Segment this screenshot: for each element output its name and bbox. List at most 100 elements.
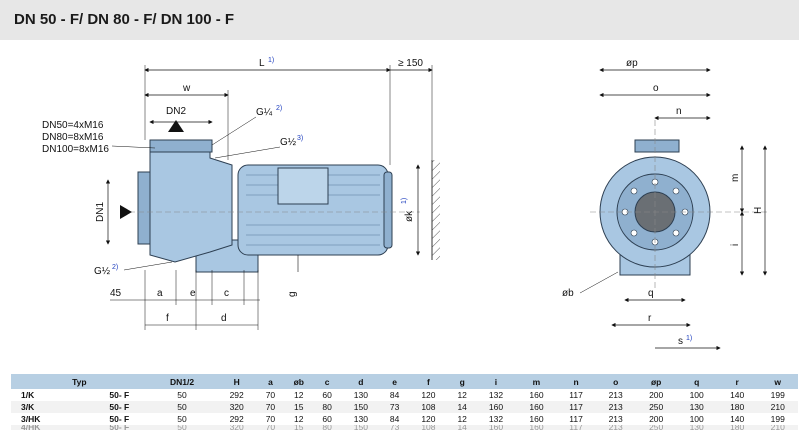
table-header-cell: c	[313, 374, 341, 389]
table-cell: 80	[313, 425, 341, 430]
dim-n-label: n	[676, 106, 682, 117]
table-cell: 213	[595, 401, 636, 413]
table-cell: 199	[770, 414, 785, 424]
table-cell: 84	[389, 390, 400, 400]
dim-i-label: i	[730, 244, 741, 246]
table-cell-typ: 3/K	[11, 401, 91, 413]
table-cell: 12	[457, 414, 467, 424]
table-cell: 120	[421, 390, 436, 400]
dim-L-note: 1)	[268, 57, 274, 64]
terminal-box	[277, 167, 329, 205]
table-cell: 117	[556, 425, 596, 430]
dim-dk-note: 1)	[401, 198, 408, 204]
dim-45-label: 45	[110, 288, 122, 299]
thread-g12-top-label: G½	[280, 137, 297, 148]
table-cell: 60	[322, 414, 332, 424]
dim-op-label: øp	[626, 58, 638, 69]
table-cell: 200	[649, 390, 664, 400]
table-cell: 12	[457, 390, 467, 400]
table-cell: 130	[353, 414, 368, 424]
table-header-cell: f	[408, 374, 449, 389]
thread-g14-note: 2)	[276, 105, 282, 112]
dim-o-label: o	[653, 83, 659, 94]
dim-L-label: L	[259, 58, 265, 69]
dim-f-label: f	[166, 313, 169, 324]
table-cell: 108	[408, 401, 449, 413]
table-header-cell: a	[256, 374, 284, 389]
table-cell: 213	[595, 425, 636, 430]
table-cell: 130	[353, 390, 368, 400]
table-cell: 70	[265, 390, 276, 400]
table-cell: 50	[177, 414, 187, 424]
table-cell: 320	[216, 425, 257, 430]
table-cell: 160	[516, 401, 557, 413]
table-cell: 250	[635, 425, 677, 430]
table-cell: 80	[313, 401, 341, 413]
dim-150-label: ≥ 150	[398, 58, 423, 69]
table-cell: 140	[730, 414, 745, 424]
pump-technical-drawing: L 1) ≥ 150 w DN2 G¼ 2) G½ 3) DN50=4xM16 …	[42, 57, 770, 351]
table-cell: 12	[294, 414, 304, 424]
dim-c-label: c	[224, 288, 229, 299]
page-title-bar: DN 50 - F/ DN 80 - F/ DN 100 - F	[0, 0, 799, 40]
table-cell: 150	[340, 425, 382, 430]
table-cell: 130	[676, 425, 717, 430]
table-cell: 100	[689, 390, 704, 400]
table-cell: 73	[381, 401, 409, 413]
table-header-cell: m	[516, 374, 557, 389]
table-header-cell: i	[475, 374, 517, 389]
table-header-cell: q	[676, 374, 717, 389]
table-cell: 108	[408, 425, 449, 430]
dim-r-label: r	[648, 313, 652, 324]
dim-e-label: e	[190, 288, 196, 299]
table-cell-dn: 50- F	[91, 425, 148, 430]
table-header-cell: r	[716, 374, 758, 389]
table-cell: 130	[676, 401, 717, 413]
table-cell: 117	[569, 414, 583, 424]
table-cell: 180	[716, 425, 758, 430]
table-cell: 160	[529, 390, 544, 400]
table-header-cell: g	[448, 374, 476, 389]
discharge-flange	[149, 139, 213, 153]
table-cell-typ: 4/HK	[11, 425, 91, 430]
table-cell: 120	[421, 414, 436, 424]
table-cell: 199	[770, 390, 785, 400]
table-cell: 132	[488, 414, 504, 424]
dim-a-label: a	[157, 288, 163, 299]
front-bolt-holes	[621, 178, 689, 246]
table-cell: 160	[516, 425, 557, 430]
dim-d-label: d	[221, 313, 227, 324]
bolts-dn80-label: DN80=8xM16	[42, 132, 104, 143]
table-cell: 73	[381, 425, 409, 430]
table-cell: 14	[448, 401, 476, 413]
table-cell: 160	[529, 414, 544, 424]
bolts-dn100-label: DN100=8xM16	[42, 144, 109, 155]
table-cell-dn: 50- F	[109, 390, 130, 400]
table-cell: 70	[265, 414, 276, 424]
table-cell: 213	[608, 390, 623, 400]
dim-dk-label: øk	[404, 210, 415, 222]
dim-ob-label: øb	[562, 288, 574, 299]
table-cell: 210	[757, 425, 798, 430]
inlet-arrow-icon	[120, 205, 132, 219]
table-cell: 200	[649, 414, 664, 424]
table-cell: 50	[177, 390, 187, 400]
table-cell: 84	[389, 414, 400, 424]
table-header-cell: Typ	[11, 374, 148, 389]
thread-g12-bottom-label: G½	[94, 266, 111, 277]
table-cell: 320	[216, 401, 257, 413]
table-cell: 15	[283, 425, 314, 430]
wall-hatch	[432, 160, 440, 260]
table-cell: 117	[569, 390, 583, 400]
front-discharge-flange	[634, 139, 680, 153]
table-cell: 210	[757, 401, 798, 413]
table-header-cell: øp	[635, 374, 677, 389]
thread-g14-label: G¼	[256, 106, 273, 118]
table-header-cell: n	[556, 374, 596, 389]
table-cell: 14	[448, 425, 476, 430]
table-cell-dn: 50- F	[109, 414, 130, 424]
table-cell-typ: 3/HK	[21, 414, 41, 424]
